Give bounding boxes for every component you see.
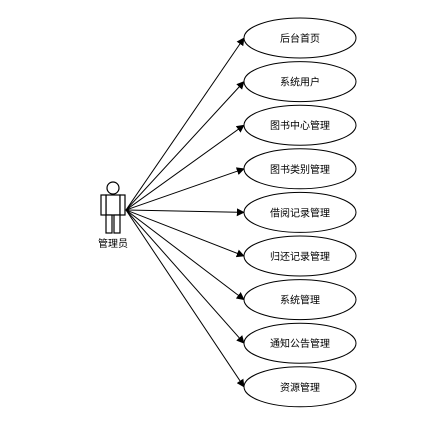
use-case-ellipse [243,191,357,233]
actor-body [105,194,121,216]
use-case-label: 借阅记录管理 [270,206,330,219]
use-case-system: 系统管理 [243,279,357,321]
use-case-ellipse [243,279,357,321]
use-case-ellipse [243,235,357,277]
use-case-home: 后台首页 [243,17,357,59]
use-case-ellipse [243,322,357,364]
association-book-category [125,167,245,211]
use-case-borrow-records: 借阅记录管理 [243,191,357,233]
association-home [125,37,245,211]
use-case-label: 图书中心管理 [270,119,330,132]
association-return-records [125,209,245,258]
use-case-ellipse [243,61,357,103]
use-case-ellipse [243,17,357,59]
use-case-label: 通知公告管理 [270,337,330,350]
use-case-resources: 资源管理 [243,366,357,408]
use-case-label: 资源管理 [280,381,320,394]
use-case-label: 归还记录管理 [270,250,330,263]
association-resources [125,209,245,388]
actor-right-arm [119,194,126,216]
use-case-book-category: 图书类别管理 [243,148,357,190]
actor-left-arm [100,194,107,216]
use-case-book-center: 图书中心管理 [243,104,357,146]
use-cases: 后台首页系统用户图书中心管理图书类别管理借阅记录管理归还记录管理系统管理通知公告… [243,17,357,408]
use-case-ellipse [243,366,357,408]
use-case-ellipse [243,148,357,190]
associations [125,37,245,388]
use-case-label: 系统用户 [280,76,320,89]
association-book-center [125,124,245,211]
use-case-label: 后台首页 [280,32,320,45]
use-case-notices: 通知公告管理 [243,322,357,364]
actor-label: 管理员 [98,237,128,250]
actor-left-leg [105,214,113,234]
association-borrow-records [125,208,245,217]
use-case-label: 系统管理 [280,294,320,307]
use-case-users: 系统用户 [243,61,357,103]
use-case-return-records: 归还记录管理 [243,235,357,277]
use-case-ellipse [243,104,357,146]
actor-administrator: 管理员 [98,181,128,250]
association-system [125,209,245,301]
actor-right-leg [113,214,121,234]
actor-head [106,181,120,195]
use-case-label: 图书类别管理 [270,163,330,176]
association-users [125,81,245,211]
association-notices [125,209,245,344]
